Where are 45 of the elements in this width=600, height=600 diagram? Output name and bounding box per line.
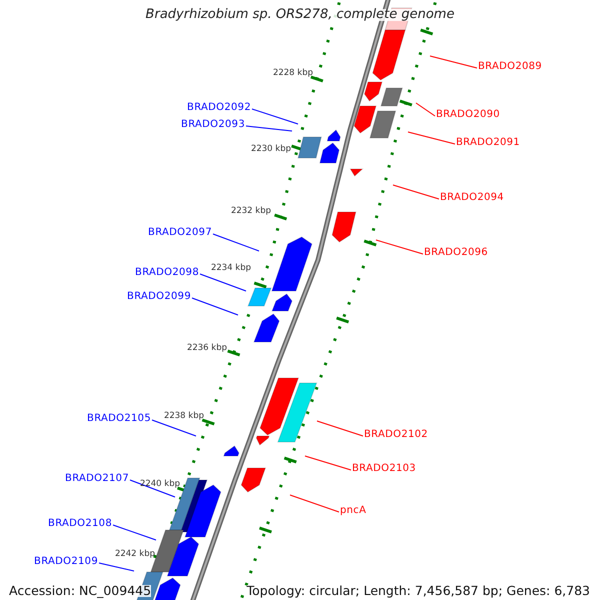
gene-label: BRADO2109 (34, 556, 98, 568)
gene-label: BRADO2102 (364, 429, 428, 441)
tick-label: 2232 kbp (230, 205, 271, 217)
gene-label: BRADO2097 (148, 227, 212, 239)
tick-label: 2228 kbp (272, 67, 313, 79)
leader-line (200, 274, 246, 292)
gene-label: BRADO2103 (352, 463, 416, 475)
gene-label: pncA (340, 505, 366, 517)
leader-line (376, 240, 424, 254)
gene-label: BRADO2094 (440, 192, 504, 204)
gene-label: BRADO2093 (181, 119, 245, 131)
leader-line (430, 56, 478, 68)
leader-line (246, 126, 292, 132)
tick-label: 2238 kbp (164, 410, 204, 422)
tick-label: 2234 kbp (210, 262, 251, 274)
gene-label: BRADO2108 (48, 518, 112, 530)
leader-line (304, 456, 352, 470)
leader-line (98, 562, 134, 572)
leader-line (392, 184, 440, 200)
tick-label: 2242 kbp (114, 548, 155, 560)
genome-summary: Topology: circular; Length: 7,456,587 bp; Genes: 6,783 (246, 585, 590, 597)
tick-label: 2240 kbp (140, 478, 180, 490)
title: Bradyrhizobium sp. ORS278, complete genome (144, 9, 456, 21)
gene-label: BRADO2092 (187, 102, 251, 114)
leader-line (290, 494, 340, 512)
leader-line (416, 102, 436, 116)
accession-label: Accession: NC_009445 (9, 585, 152, 597)
gene-label: BRADO2089 (478, 61, 542, 73)
gene-label: BRADO2096 (424, 247, 488, 259)
leader-line (212, 234, 260, 252)
leader-line (130, 480, 176, 498)
leader-line (152, 420, 196, 436)
leader-line (252, 108, 298, 124)
leader-line (408, 132, 456, 144)
leader-line (316, 420, 364, 436)
gene-label: BRADO2091 (456, 137, 520, 149)
gene-label: BRADO2107 (65, 473, 129, 485)
tick-label: 2236 kbp (186, 342, 227, 354)
gene-label: BRADO2105 (87, 413, 151, 425)
tick-label: 2230 kbp (250, 143, 291, 155)
leader-line (192, 298, 238, 316)
gene-label: BRADO2098 (135, 267, 199, 279)
leader-line (112, 524, 156, 540)
gene-label: BRADO2090 (436, 109, 500, 121)
gene-label: BRADO2099 (127, 291, 191, 303)
